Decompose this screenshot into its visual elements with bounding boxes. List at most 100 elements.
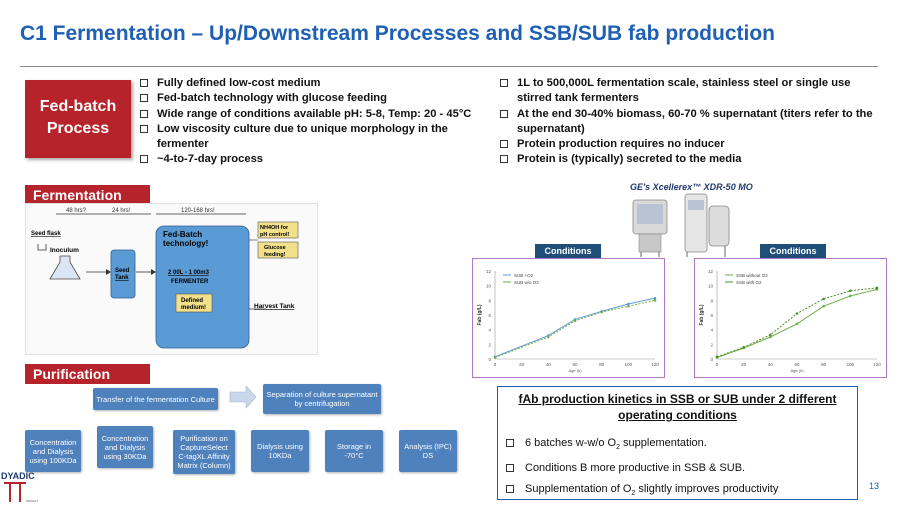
data-point (822, 304, 825, 308)
data-point (600, 310, 603, 314)
page-number: 13 (869, 481, 880, 491)
kinetics-item-text: supplementation. (620, 437, 707, 449)
x-tick-label: 60 (572, 362, 578, 367)
process-box-line1: Fed-batch (39, 98, 117, 115)
x-axis-label: Age (h) (568, 368, 582, 373)
conditions-b-label: Conditions B (760, 244, 826, 271)
dyadic-logo: DYADIC INSIGHT (0, 468, 60, 506)
logo-text: DYADIC (1, 471, 35, 481)
fermenter-label: FERMENTER (171, 279, 209, 285)
glucose-box (257, 241, 299, 259)
x-tick-label: 40 (768, 362, 774, 367)
fed-batch-process-box: Fed-batch Process (25, 80, 131, 158)
defined-medium-box (175, 293, 213, 313)
bullet-text: Fully defined low-cost medium (157, 77, 321, 89)
glucose-label-1: Glucose (264, 245, 286, 251)
checkbox-bullet-icon (140, 155, 148, 164)
kinetics-bullets: 6 batches w-w/o O2 supplementation. Cond… (506, 437, 851, 508)
inoculum-flask-icon (49, 255, 81, 280)
x-tick-label: 0 (494, 362, 497, 367)
bioreactor-equipment-image (625, 192, 735, 258)
checkbox-bullet-icon (140, 124, 148, 133)
y-tick-label: 2 (488, 342, 491, 347)
harvest-tank-label: Harvest Tank (254, 303, 295, 310)
kinetics-item-text: Conditions B more productive in SSB & SU… (525, 462, 746, 475)
kinetics-item: Supplementation of O2 slightly improves … (506, 483, 851, 500)
series-line (494, 297, 656, 358)
timeline-label-1: 48 hrs? (66, 208, 87, 214)
logo-tagline: INSIGHT (26, 499, 38, 503)
flow-step-4: Dialysis using 10KDa (251, 430, 309, 472)
x-tick-label: 80 (599, 362, 605, 367)
legend-label: SUB w/o O2 (514, 280, 539, 285)
x-tick-label: 120 (651, 362, 659, 367)
transfer-step: Transfer of the fermentation Culture (93, 388, 218, 410)
conditions-a-label: Conditions A (535, 244, 601, 271)
x-tick-label: 80 (821, 362, 827, 367)
checkbox-bullet-icon (500, 109, 508, 118)
kinetics-title: fAb production kinetics in SSB or SUB un… (518, 392, 837, 422)
seed-tank-icon (110, 249, 136, 299)
glucose-label-2: feeding! (264, 252, 286, 258)
bullet-item: Protein is (typically) secreted to the m… (500, 152, 885, 167)
process-bullets-left: Fully defined low-cost medium Fed-batch … (140, 76, 485, 168)
bullet-item: Protein production requires no inducer (500, 137, 885, 152)
y-tick-label: 10 (486, 284, 492, 289)
legend-label: SSB with O2 (736, 280, 762, 285)
y-tick-label: 4 (488, 328, 491, 333)
y-tick-label: 6 (488, 313, 491, 318)
bullet-item: ~4-to-7-day process (140, 152, 485, 167)
series-line (494, 299, 656, 358)
checkbox-bullet-icon (506, 485, 514, 494)
process-box-line2: Process (46, 120, 110, 137)
bullet-text: At the end 30-40% biomass, 60-70 % super… (517, 107, 873, 135)
nh4oh-label-2: pH control! (260, 232, 289, 238)
checkbox-bullet-icon (140, 94, 148, 103)
y-tick-label: 2 (710, 342, 713, 347)
kinetics-item-text: slightly improves productivity (635, 483, 779, 496)
page-title: C1 Fermentation – Up/Downstream Processe… (20, 22, 775, 45)
data-point (849, 294, 852, 298)
purification-section-tab: Purification (25, 364, 150, 384)
bullet-item: Low viscosity culture due to unique morp… (140, 122, 485, 153)
subscript: 2 (616, 444, 620, 452)
bullet-item: Fed-batch technology with glucose feedin… (140, 91, 485, 106)
kinetics-item-text: 6 batches w-w/o O (525, 437, 617, 449)
purification-flow: Transfer of the fermentation Culture Sep… (25, 380, 465, 500)
bullet-item: Fully defined low-cost medium (140, 76, 485, 91)
checkbox-bullet-icon (500, 155, 508, 164)
data-point (653, 296, 657, 300)
equipment-label: GE's Xcellerex™ XDR-50 MO (630, 182, 753, 192)
legend-label: SUB +O2 (514, 273, 534, 278)
kinetics-summary-box: fAb production kinetics in SSB or SUB un… (497, 386, 858, 500)
x-tick-label: 100 (625, 362, 633, 367)
kinetics-item: 6 batches w-w/o O2 supplementation. (506, 437, 851, 454)
y-tick-label: 4 (710, 328, 713, 333)
flow-step-6: Analysis (IPC) DS (399, 430, 457, 472)
data-point (849, 289, 852, 293)
x-tick-label: 60 (794, 362, 800, 367)
bullet-text: Low viscosity culture due to unique morp… (157, 122, 448, 151)
y-axis-label: Fab (g/L) (477, 304, 483, 325)
data-point (795, 322, 799, 326)
kinetics-item-text: Supplementation of O (525, 483, 632, 496)
kinetics-item: Conditions B more productive in SSB & SU… (506, 462, 851, 475)
checkbox-bullet-icon (140, 109, 148, 118)
separation-step: Separation of culture supernatant by cen… (263, 384, 381, 414)
bullet-text: Protein is (typically) secreted to the m… (517, 153, 742, 166)
arrow-head-icon (151, 269, 156, 275)
inoculum-label: Inoculum (50, 247, 79, 254)
checkbox-bullet-icon (140, 79, 148, 87)
checkbox-bullet-icon (506, 464, 514, 473)
data-point (715, 355, 719, 359)
x-tick-label: 100 (847, 362, 855, 367)
x-tick-label: 0 (716, 362, 719, 367)
y-tick-label: 10 (708, 284, 714, 289)
flow-arrow-icon (229, 385, 257, 409)
nh4oh-box (257, 221, 299, 239)
series-line (716, 287, 878, 358)
legend-label: SSB without O2 (736, 273, 768, 278)
data-point (653, 299, 657, 302)
